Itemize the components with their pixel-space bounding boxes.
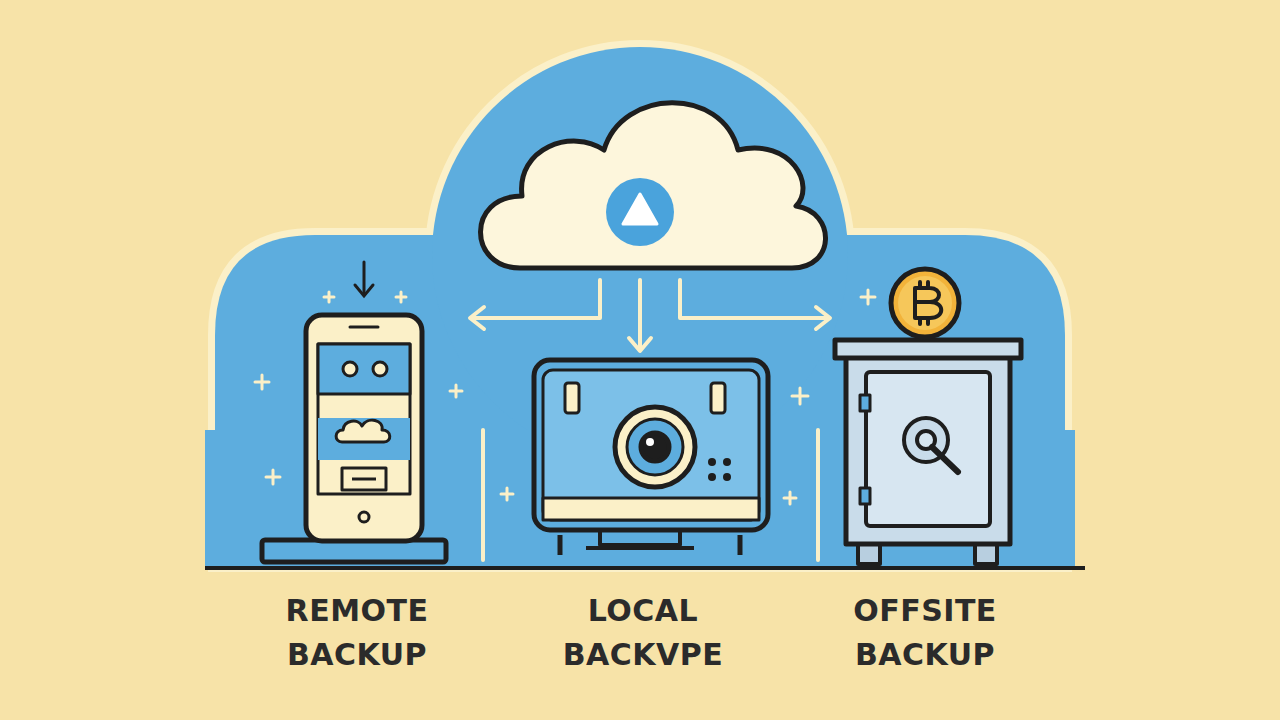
cloud-icon (481, 103, 826, 268)
ground-line (205, 566, 1085, 570)
offsite-safe (835, 340, 1021, 564)
local-drive-device (534, 360, 768, 555)
blue-arch (205, 47, 1075, 568)
caption-text: REMOTE BACKUP (248, 589, 466, 677)
backup-caption-node: LOCAL BACKVPE (523, 585, 763, 681)
phone-device (262, 315, 446, 562)
flow-arrows (470, 280, 830, 560)
device-dots (708, 458, 731, 481)
caption-text: LOCAL BACKVPE (529, 589, 757, 677)
caption-text: OFFSITE BACKUP (811, 589, 1039, 677)
download-arrow (355, 262, 373, 296)
backup-caption-node: OFFSITE BACKUP (805, 585, 1045, 681)
backup-caption-node: REMOTE BACKUP (242, 585, 472, 681)
bitcoin-coin (891, 269, 959, 337)
